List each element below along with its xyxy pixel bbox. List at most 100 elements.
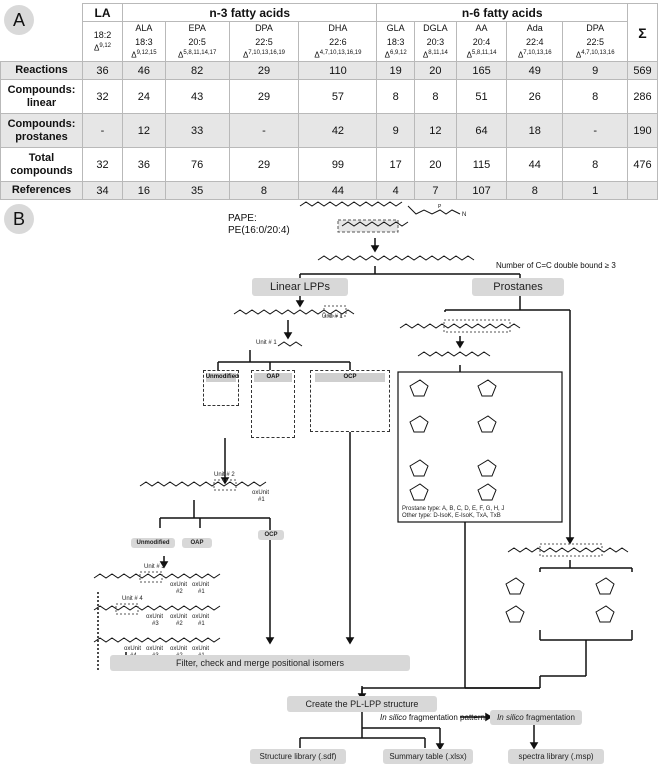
table-cell: 1: [562, 181, 628, 200]
panel-letter-a: A: [4, 5, 34, 35]
in-silico-fragmentation-box: In silico fragmentation: [490, 710, 582, 725]
table-cell: 9: [376, 113, 415, 148]
table-cell: 569: [627, 61, 658, 80]
fatty-acid-delta: Δ8,11,14: [422, 49, 448, 60]
fatty-acid-delta: Δ7,10,13,16: [517, 49, 552, 60]
table-cell: 8: [376, 79, 415, 114]
fatty-acid-name: DHA: [328, 22, 348, 33]
table-cell: 8: [562, 79, 628, 114]
fatty-acid-chain: 22:4: [526, 36, 544, 47]
row5-ox4: oxUnit: [124, 646, 142, 652]
table-cell: 17: [376, 147, 415, 182]
oap-box: OAP: [251, 370, 295, 438]
ocp2-box: OCP: [258, 530, 284, 540]
row5-ox2: oxUnit: [170, 646, 188, 652]
fatty-acid-name: GLA: [386, 22, 405, 33]
sum-header: Σ: [627, 3, 658, 62]
table-cell: 18: [506, 113, 564, 148]
table-cell: 20: [413, 61, 457, 80]
ocp-label: OCP: [314, 373, 386, 382]
table-cell: 190: [627, 113, 658, 148]
table-cell: 99: [298, 147, 378, 182]
row-label: Total compounds: [0, 147, 83, 182]
spectra-library-box: spectra library (.msp): [508, 749, 604, 764]
create-box: Create the PL-LPP structure: [287, 696, 437, 712]
svg-text:N: N: [462, 212, 466, 218]
row4-ox1-num: #1: [198, 621, 205, 627]
oxunit1-num: #1: [258, 497, 265, 503]
table-cell: 115: [455, 147, 508, 182]
n3-header: n-3 fatty acids: [121, 3, 378, 22]
table-cell: 19: [376, 61, 415, 80]
table-cell: 107: [455, 181, 508, 200]
row4-ox2: oxUnit: [170, 614, 188, 620]
table-cell: 8: [506, 181, 564, 200]
row4-ox3: oxUnit: [146, 614, 164, 620]
oxunit1-label: oxUnit: [252, 490, 270, 496]
table-cell: 35: [164, 181, 230, 200]
table-cell: 44: [506, 147, 564, 182]
panel-b: B N P: [0, 200, 660, 767]
fatty-acid-delta: Δ5,8,11,14,17: [178, 49, 217, 60]
prostanes-box: Prostanes: [472, 278, 564, 296]
fatty-acid-chain: 20:5: [188, 36, 206, 47]
fatty-acid-name: ALA: [135, 22, 153, 33]
table-cell: [627, 181, 658, 200]
table-cell: 32: [82, 79, 123, 114]
table-cell: 26: [506, 79, 564, 114]
table-cell: 9: [562, 61, 628, 80]
table-cell: 110: [298, 61, 378, 80]
panel-letter-b: B: [4, 204, 34, 234]
fatty-acid-name: Ada: [526, 22, 543, 33]
la-chain: 18:2: [93, 29, 112, 40]
row4-ox3-num: #3: [152, 621, 159, 627]
table-cell: 20: [413, 147, 457, 182]
table-cell: 12: [122, 113, 166, 148]
table-cell: 286: [627, 79, 658, 114]
la-subheader: 18:2 Δ9,12: [82, 21, 123, 62]
table-cell: 76: [164, 147, 230, 182]
oap2-box: OAP: [182, 538, 212, 548]
fatty-acid-name: DPA: [255, 22, 273, 33]
table-cell: 7: [413, 181, 457, 200]
row3-ox1: oxUnit: [192, 582, 210, 588]
table-cell: 8: [562, 147, 628, 182]
row5-ox1: oxUnit: [192, 646, 210, 652]
table-cell: 42: [298, 113, 378, 148]
unit1-small-label: Unit # 1: [322, 314, 343, 320]
pape-formula: PE(16:0/20:4): [228, 225, 290, 236]
table-cell: 12: [413, 113, 457, 148]
fatty-acid-chain: 22:6: [329, 36, 347, 47]
unmodified-box: Unmodified: [203, 370, 239, 406]
structure-library-box: Structure library (.sdf): [250, 749, 346, 764]
svg-text:P: P: [438, 204, 442, 210]
table-cell: 46: [122, 61, 166, 80]
fatty-acid-table: LA n-3 fatty acids n-6 fatty acids Σ 18:…: [0, 3, 658, 200]
fatty-acid-name: DPA: [586, 22, 605, 33]
fatty-acid-delta: Δ5,8,11,14: [466, 49, 497, 60]
row3-ox2-num: #2: [176, 589, 183, 595]
table-cell: 165: [455, 61, 508, 80]
table-cell: 476: [627, 147, 658, 182]
oap-label: OAP: [254, 373, 292, 382]
row3-ox1-num: #1: [198, 589, 205, 595]
table-cell: 82: [164, 61, 230, 80]
table-cell: 16: [122, 181, 166, 200]
unmodified-label: Unmodified: [205, 373, 239, 382]
other-type-text: Other type: D-IsoK, E-IsoK, TxA, TxB: [402, 513, 501, 519]
filter-box: Filter, check and merge positional isome…: [110, 655, 410, 671]
fatty-acid-name: EPA: [188, 22, 206, 33]
fatty-acid-name: DGLA: [423, 22, 448, 33]
